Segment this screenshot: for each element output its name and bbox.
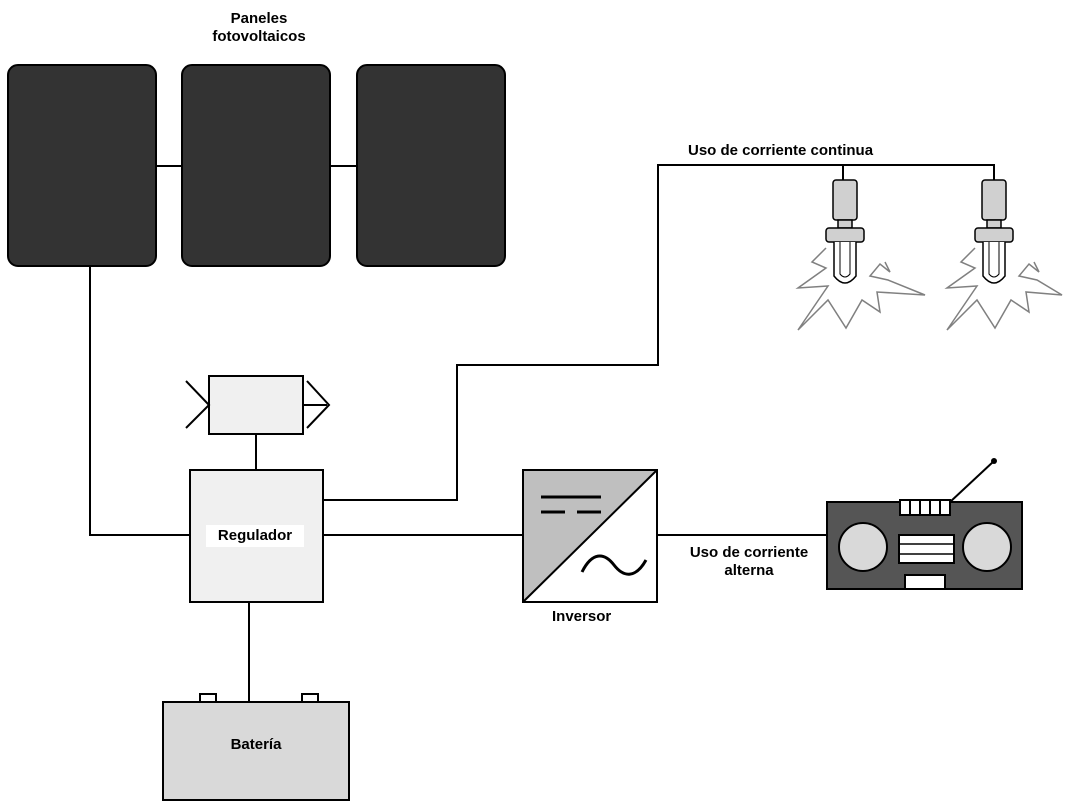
solar-panel-2 bbox=[181, 64, 331, 267]
radio-button-5 bbox=[939, 499, 951, 516]
battery-body bbox=[162, 701, 350, 801]
regulator-label: Regulador bbox=[217, 527, 293, 544]
radio-antenna-tip bbox=[991, 458, 997, 464]
bulb-1-base bbox=[832, 179, 858, 221]
wires bbox=[89, 164, 995, 702]
radio bbox=[826, 458, 1023, 590]
charge-meter bbox=[185, 375, 331, 435]
bulb-2-neck bbox=[986, 219, 1002, 229]
radio-button-4 bbox=[929, 499, 941, 516]
dc-bulb-2 bbox=[944, 179, 1063, 331]
meter-box bbox=[208, 375, 304, 435]
radio-speaker-right bbox=[962, 522, 1012, 572]
bulb-1-neck bbox=[837, 219, 853, 229]
panels-label: Paneles fotovoltaicos bbox=[212, 10, 306, 45]
bulb-2-base bbox=[981, 179, 1007, 221]
dc-bulb-1 bbox=[795, 179, 926, 331]
solar-panels bbox=[7, 64, 506, 267]
radio-display bbox=[898, 534, 955, 564]
radio-button-2 bbox=[909, 499, 921, 516]
meter-input-arrow bbox=[185, 380, 211, 429]
regulator-label-bg bbox=[206, 525, 304, 547]
inverter-diagonal bbox=[522, 469, 658, 603]
bulb-2-glow bbox=[944, 247, 1063, 331]
wire-panel-to-regulator bbox=[89, 266, 190, 536]
battery-label: Batería bbox=[230, 736, 282, 753]
dc-use-label: Uso de corriente continua bbox=[688, 142, 874, 159]
bulb-1-glow bbox=[795, 247, 926, 331]
meter-output-arrow bbox=[306, 380, 331, 429]
bulb-1-collar bbox=[825, 227, 865, 243]
radio-button-1 bbox=[899, 499, 911, 516]
radio-button-3 bbox=[919, 499, 931, 516]
inverter-label: Inversor bbox=[552, 608, 612, 625]
battery bbox=[162, 693, 350, 801]
wire-regulator-to-dc-loads bbox=[323, 164, 995, 501]
inverter bbox=[522, 469, 658, 603]
ac-use-label: Uso de corriente alterna bbox=[689, 544, 809, 579]
radio-cassette-slot bbox=[904, 574, 946, 590]
radio-speaker-left bbox=[838, 522, 888, 572]
ac-symbol-wave bbox=[580, 554, 648, 576]
radio-antenna bbox=[949, 460, 995, 503]
solar-panel-1 bbox=[7, 64, 157, 267]
solar-panel-3 bbox=[356, 64, 506, 267]
bulb-2-collar bbox=[974, 227, 1014, 243]
